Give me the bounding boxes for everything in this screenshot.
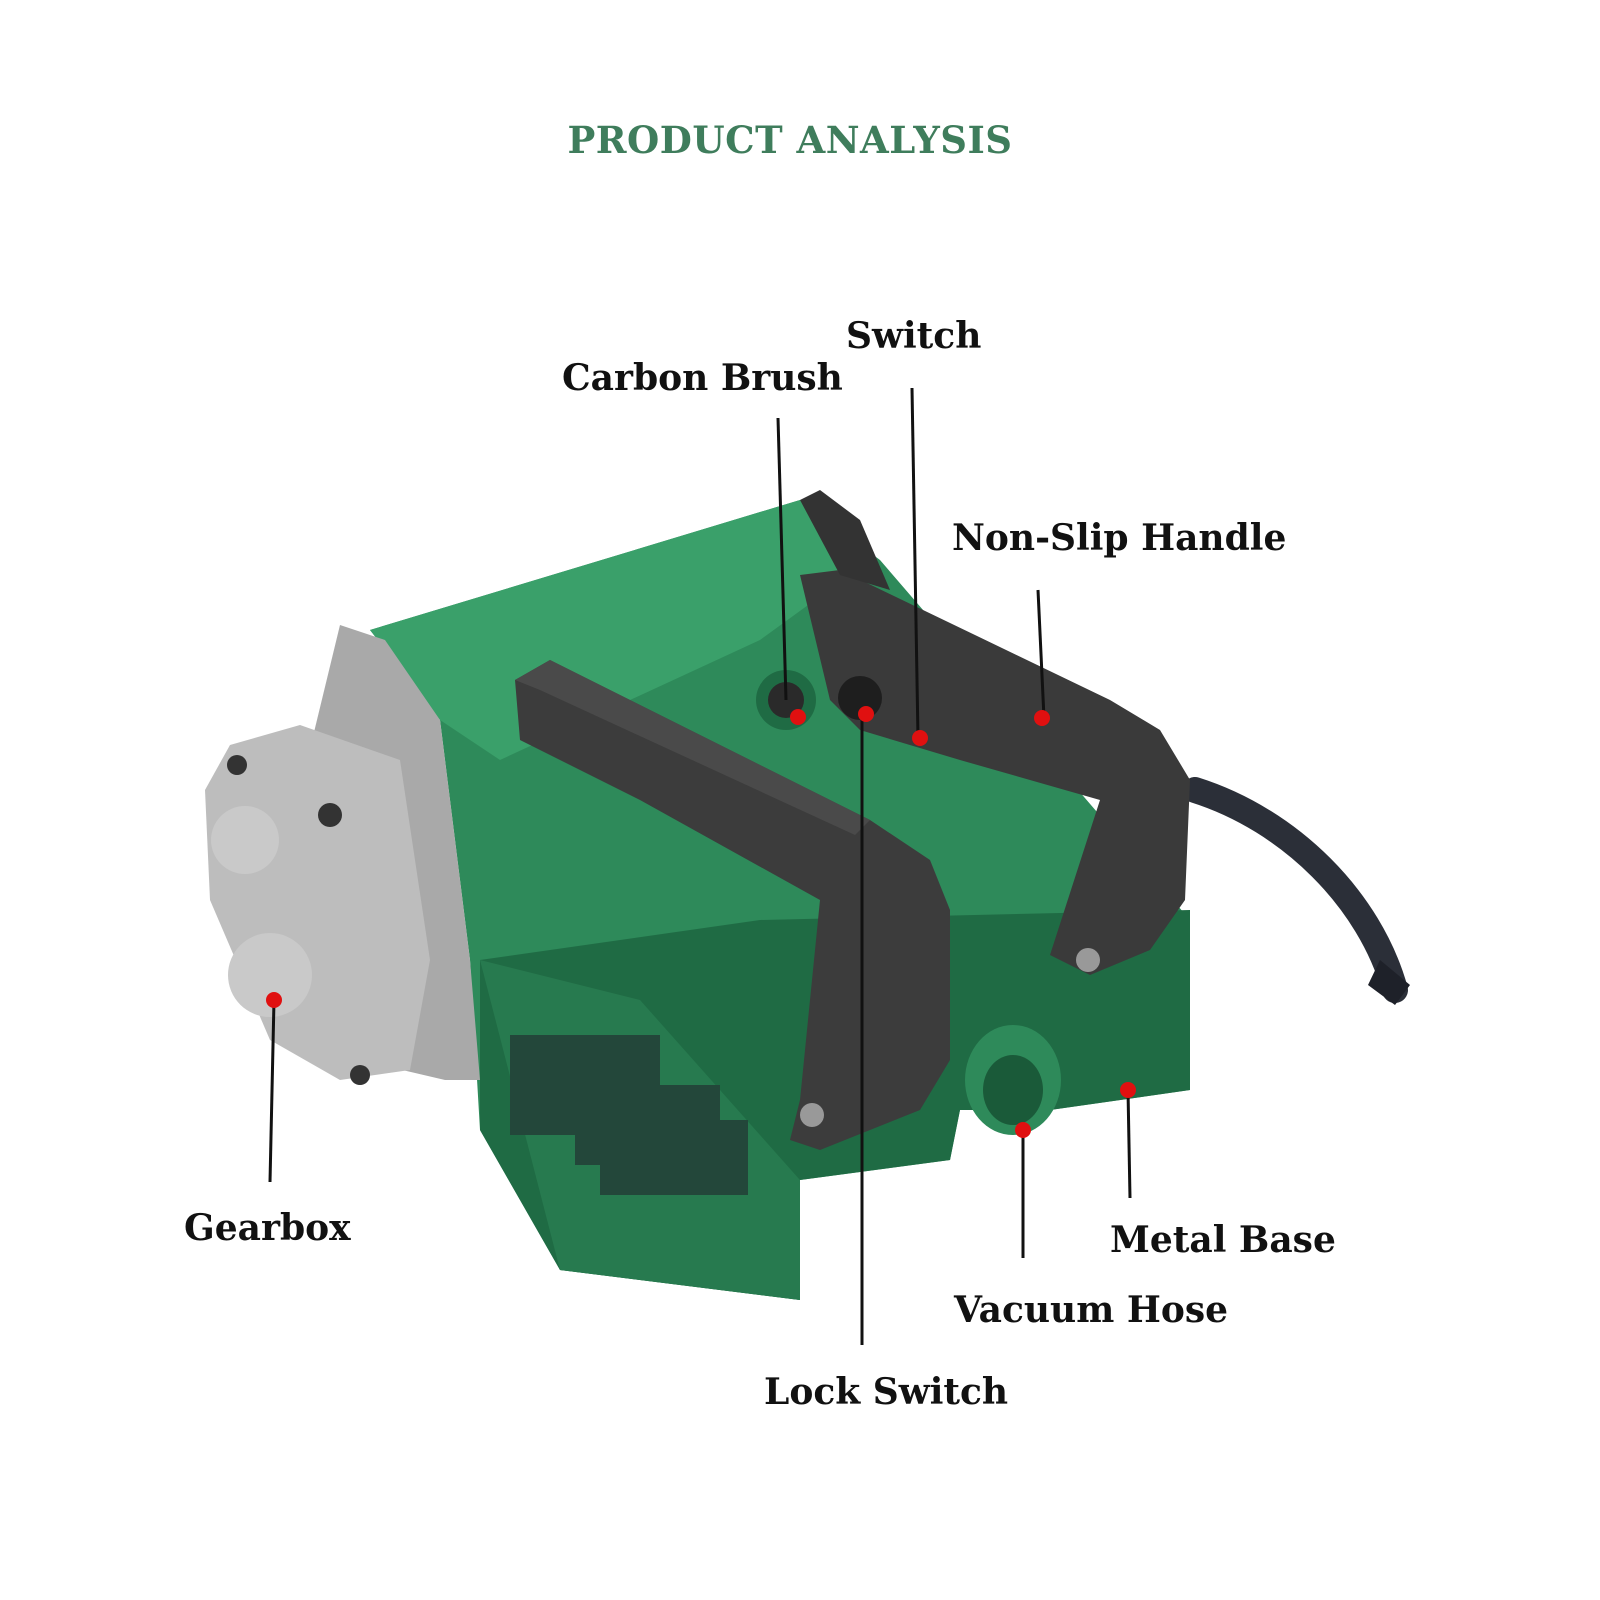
power-cord	[1182, 777, 1408, 1003]
label-vacuum-hose: Vacuum Hose	[954, 1289, 1229, 1331]
label-non-slip-handle: Non-Slip Handle	[952, 517, 1287, 559]
leader-metal-base	[1126, 1089, 1132, 1199]
marker-vacuum-hose	[1015, 1122, 1031, 1138]
leader-non-slip-handle	[1036, 589, 1046, 719]
page-title: PRODUCT ANALYSIS	[567, 118, 1013, 162]
label-metal-base: Metal Base	[1110, 1219, 1336, 1261]
gearbox-cover	[205, 725, 430, 1080]
label-switch: Switch	[846, 315, 982, 357]
redaction-block	[510, 1035, 748, 1195]
marker-lock-switch	[858, 706, 874, 722]
label-lock-switch: Lock Switch	[764, 1371, 1009, 1413]
marker-metal-base	[1120, 1082, 1136, 1098]
label-carbon-brush: Carbon Brush	[562, 357, 843, 399]
leader-carbon-brush	[776, 417, 788, 701]
marker-carbon-brush	[790, 709, 806, 725]
front-handle	[515, 660, 950, 1150]
marker-gearbox	[266, 992, 282, 1008]
leader-switch	[910, 387, 920, 739]
leader-gearbox	[268, 999, 276, 1183]
marker-non-slip-handle	[1034, 710, 1050, 726]
marker-switch	[912, 730, 928, 746]
back-handle	[800, 570, 1190, 975]
label-gearbox: Gearbox	[184, 1207, 351, 1249]
